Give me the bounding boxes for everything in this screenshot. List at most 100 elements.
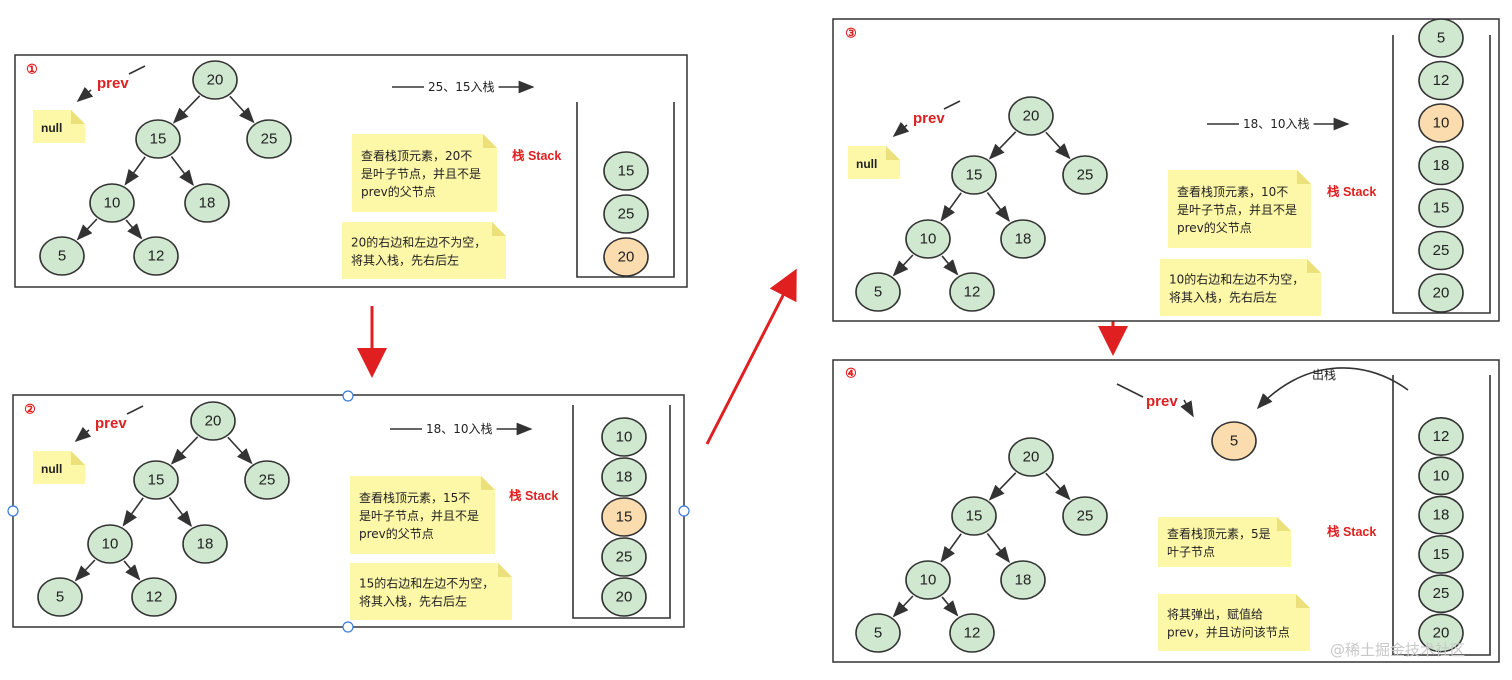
- stack-item-20: 20: [601, 577, 647, 617]
- note-line: 将其入栈，先右后左: [1169, 290, 1277, 305]
- selection-handles[interactable]: [7, 390, 690, 633]
- tree-node-20: 20: [190, 401, 236, 441]
- note-fold: [1277, 517, 1291, 531]
- stack-item-10: 10: [1418, 456, 1464, 496]
- tree-node-25: 25: [1062, 496, 1108, 536]
- null-label: null: [856, 157, 877, 171]
- note-body: [342, 222, 506, 279]
- tree-node-circle: [1062, 155, 1108, 195]
- note-body: [1168, 170, 1311, 248]
- stack-item-label: 15: [618, 163, 635, 180]
- tree-node-label: 20: [1023, 108, 1040, 125]
- prev-pointer-line: [126, 405, 144, 415]
- note-body: [350, 476, 495, 554]
- tree-node-circle: [192, 60, 238, 100]
- stack-item-25: 25: [1418, 230, 1464, 271]
- tree-node-circle: [131, 577, 177, 617]
- stack-item-circle: [1418, 456, 1464, 496]
- tree-node-10: 10: [87, 524, 133, 564]
- popped-node-circle: [1211, 421, 1257, 461]
- note-fold: [1296, 594, 1310, 608]
- tree-edge: [227, 436, 253, 465]
- tree-node-label: 5: [874, 284, 882, 301]
- tree-node-10: 10: [89, 183, 135, 223]
- tree-edge: [170, 436, 199, 465]
- stack-item-circle: [603, 194, 649, 234]
- stack-item-circle: [1418, 18, 1464, 58]
- tree-node-25: 25: [1062, 155, 1108, 195]
- tree-node-5: 5: [37, 577, 83, 617]
- stack-item-25: 25: [601, 537, 647, 577]
- tree-node-circle: [951, 496, 997, 536]
- selection-handle-top[interactable]: [342, 390, 354, 402]
- selection-handle-right[interactable]: [678, 505, 690, 517]
- note-line: 查看栈顶元素，20不: [361, 148, 472, 163]
- note-action: 20的右边和左边不为空，将其入栈，先右后左: [342, 222, 506, 279]
- tree-node-label: 10: [920, 231, 937, 248]
- null-note-fold: [71, 110, 85, 124]
- tree-edge: [122, 497, 144, 527]
- stack-item-10: 10: [1418, 103, 1464, 143]
- stack-item-label: 12: [1433, 428, 1450, 445]
- tree-node-label: 18: [197, 536, 214, 553]
- prev-pointer-line: [943, 100, 961, 110]
- watermark: @稀土掘金技术社区: [1330, 641, 1465, 659]
- note-line: prev的父节点: [359, 526, 434, 541]
- tree-edge: [168, 496, 192, 528]
- stack-item-15: 15: [603, 151, 649, 191]
- stack-item-label: 5: [1437, 30, 1445, 47]
- stack-item-15: 15: [601, 497, 647, 537]
- selection-handle-left[interactable]: [7, 505, 19, 517]
- tree-node-label: 18: [1015, 572, 1032, 589]
- tree-edge: [941, 596, 959, 617]
- stack-item-circle: [1418, 230, 1464, 271]
- tree-node-label: 20: [207, 72, 224, 89]
- null-note-fold: [886, 146, 900, 160]
- note-body: [1158, 517, 1291, 567]
- stack-item-label: 10: [1433, 115, 1450, 132]
- tree-node-circle: [949, 272, 995, 312]
- stack-item-circle: [601, 577, 647, 617]
- tree-node-18: 18: [184, 183, 230, 223]
- tree-edge: [124, 156, 146, 186]
- tree-node-circle: [246, 119, 292, 159]
- stack-item-15: 15: [1418, 188, 1464, 228]
- stack-item-circle: [1418, 417, 1464, 456]
- tree-node-label: 5: [56, 589, 64, 606]
- push-arrow-label: 25、15入栈: [428, 79, 495, 94]
- note-line: 查看栈顶元素，15不: [359, 490, 470, 505]
- tree-node-circle: [37, 577, 83, 617]
- tree-node-circle: [1000, 219, 1046, 259]
- note-line: prev的父节点: [1177, 220, 1252, 235]
- stack-item-circle: [601, 417, 647, 457]
- tree-edge: [123, 560, 141, 581]
- tree-edge: [172, 95, 201, 124]
- tree-node-5: 5: [855, 272, 901, 312]
- stack-label: 栈 Stack: [1327, 184, 1376, 199]
- tree-node-circle: [133, 236, 179, 276]
- tree-node-label: 12: [148, 248, 165, 265]
- selection-handle-bottom[interactable]: [342, 621, 354, 633]
- note-line: 将其入栈，先右后左: [359, 594, 467, 609]
- tree-node-label: 15: [966, 167, 983, 184]
- tree-node-label: 25: [261, 131, 278, 148]
- note-fold: [483, 134, 497, 148]
- stack-item-circle: [1418, 60, 1464, 101]
- tree-node-label: 12: [146, 589, 163, 606]
- stack-item-label: 15: [1433, 200, 1450, 217]
- tree-node-label: 12: [964, 284, 981, 301]
- step-number: ①: [26, 62, 38, 77]
- tree-node-12: 12: [133, 236, 179, 276]
- tree-node-label: 10: [102, 536, 119, 553]
- null-label: null: [41, 121, 62, 135]
- stack-container: [1392, 375, 1491, 656]
- tree-node-label: 20: [1023, 449, 1040, 466]
- tree-node-label: 10: [104, 195, 121, 212]
- tree-node-circle: [244, 460, 290, 500]
- stack-item-25: 25: [1418, 574, 1464, 614]
- flow-arrow-2-to-3: [705, 268, 797, 445]
- stack-item-label: 18: [616, 469, 633, 486]
- stack-item-label: 10: [1433, 467, 1450, 484]
